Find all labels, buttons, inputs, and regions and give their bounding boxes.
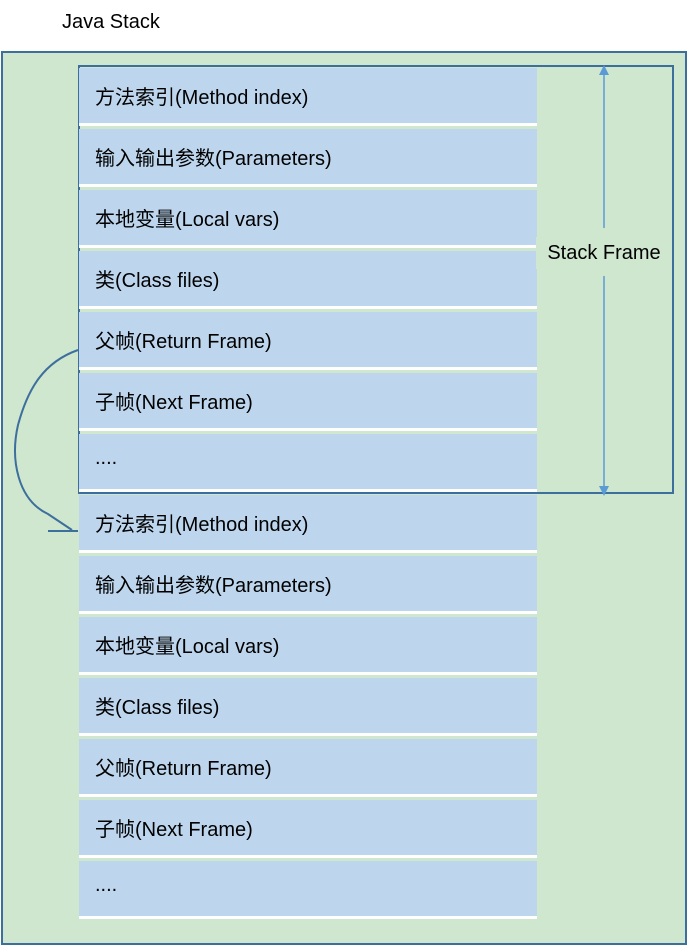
frame-1-cell-local-vars: 本地变量(Local vars) [79, 190, 537, 248]
frame-1-cell-ellipsis: .... [79, 434, 537, 492]
cell-label: 输入输出参数(Parameters) [95, 148, 332, 170]
frame-2-cell-ellipsis: .... [79, 861, 537, 919]
stack-frame-label: Stack Frame [536, 237, 672, 269]
frame-2-cell-next-frame: 子帧(Next Frame) [79, 800, 537, 858]
frame-2-cell-return-frame: 父帧(Return Frame) [79, 739, 537, 797]
frame-2-cell-class-files: 类(Class files) [79, 678, 537, 736]
cell-label: 类(Class files) [95, 270, 220, 292]
frame-1-cell-class-files: 类(Class files) [79, 251, 537, 309]
frame-1-cell-method-index: 方法索引(Method index) [79, 68, 537, 126]
frame-1-cell-next-frame: 子帧(Next Frame) [79, 373, 537, 431]
frame-2-cell-method-index: 方法索引(Method index) [79, 495, 537, 553]
cell-label: .... [95, 447, 118, 469]
frame-1-cell-parameters: 输入输出参数(Parameters) [79, 129, 537, 187]
cell-label: .... [95, 874, 118, 896]
cell-label: 父帧(Return Frame) [95, 758, 272, 780]
return-frame-link [14, 349, 79, 531]
cell-label: 本地变量(Local vars) [95, 636, 280, 658]
cell-label: 本地变量(Local vars) [95, 209, 280, 231]
frame-2-cell-local-vars: 本地变量(Local vars) [79, 617, 537, 675]
cell-label: 子帧(Next Frame) [95, 819, 253, 841]
diagram-title: Java Stack [62, 11, 160, 33]
cell-label: 父帧(Return Frame) [95, 331, 272, 353]
cell-label: 子帧(Next Frame) [95, 392, 253, 414]
cell-label: 类(Class files) [95, 697, 220, 719]
frame-1-cell-return-frame: 父帧(Return Frame) [79, 312, 537, 370]
frame-2-cell-parameters: 输入输出参数(Parameters) [79, 556, 537, 614]
cell-label: 输入输出参数(Parameters) [95, 575, 332, 597]
cell-label: 方法索引(Method index) [95, 514, 309, 536]
cell-label: 方法索引(Method index) [95, 87, 309, 109]
